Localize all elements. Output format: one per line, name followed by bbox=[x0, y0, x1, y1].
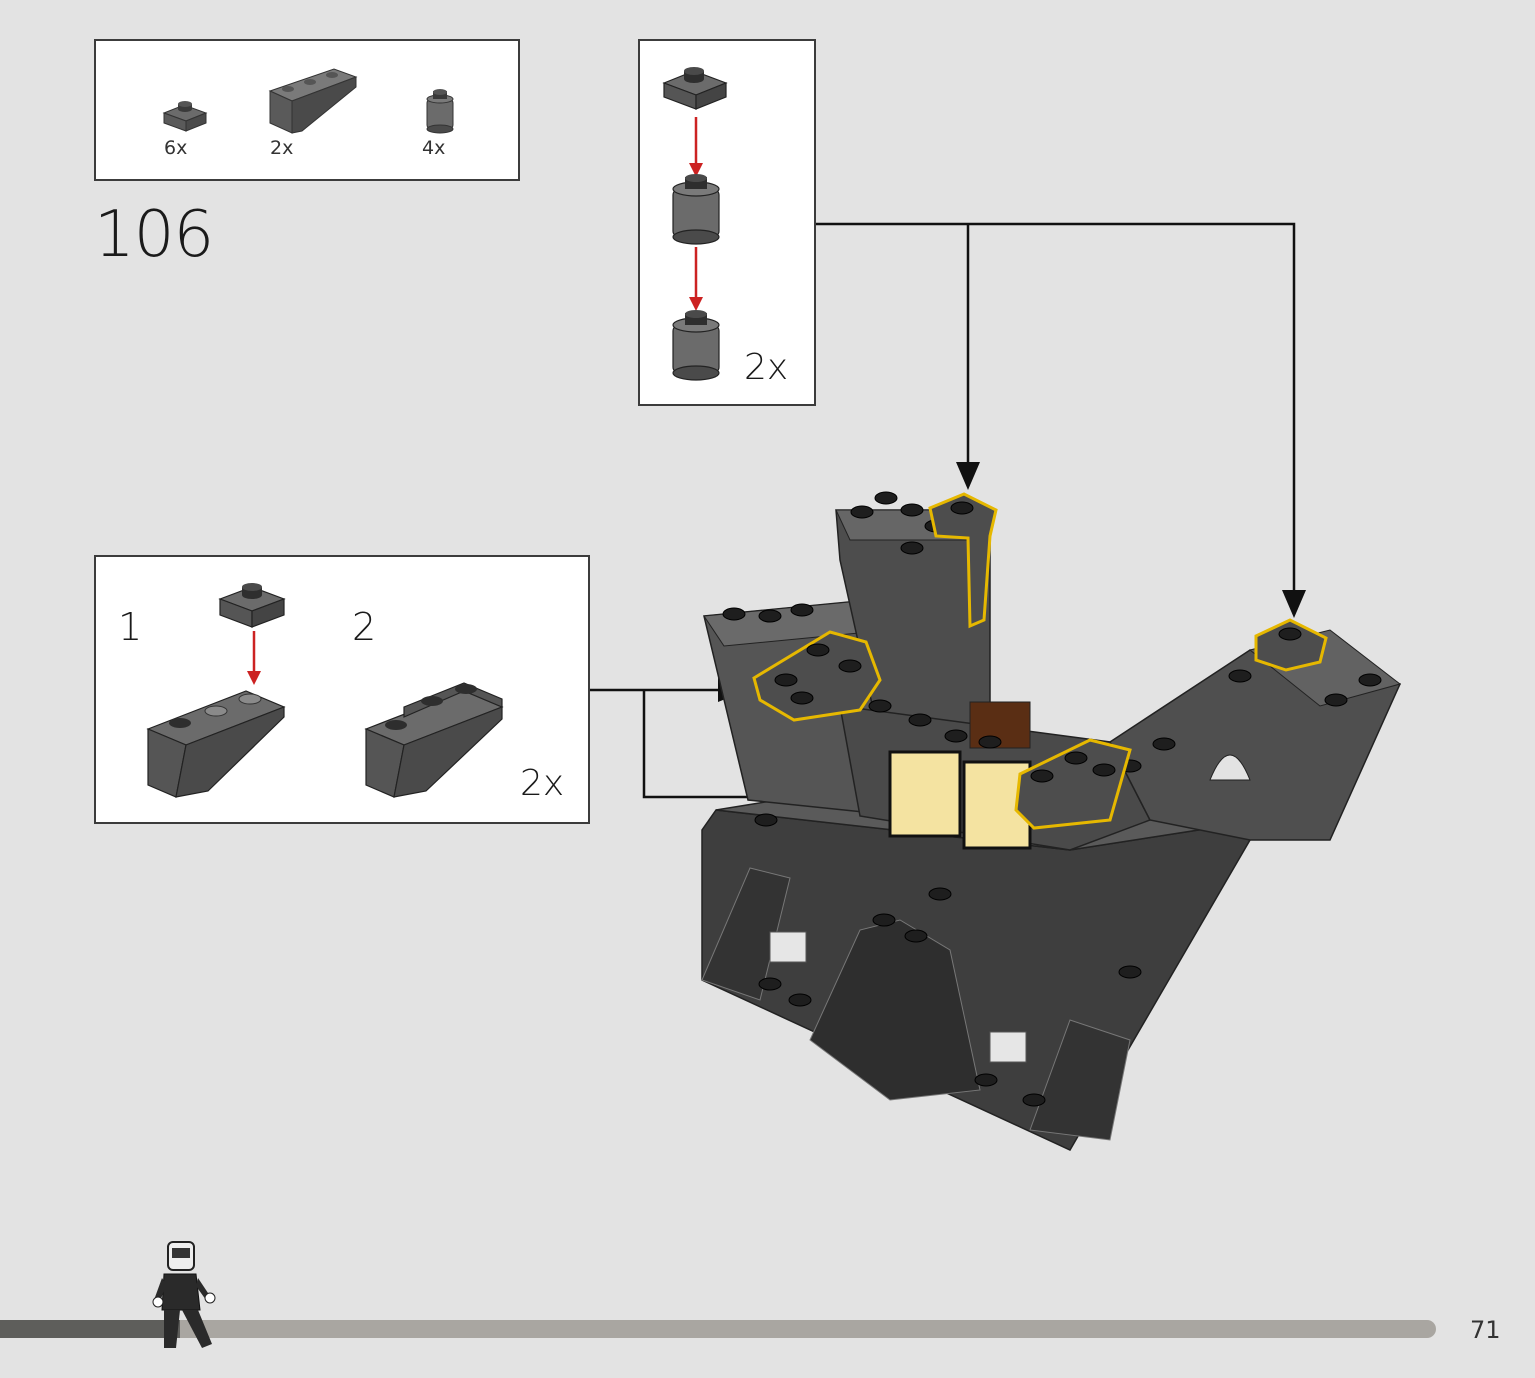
part-quantity: 2x bbox=[270, 137, 294, 159]
subassembly-quantity: 2x bbox=[744, 347, 789, 388]
progress-track bbox=[0, 1320, 1436, 1338]
progress-fill bbox=[0, 1320, 180, 1338]
slope-assembled-icon bbox=[364, 682, 504, 798]
page-number: 71 bbox=[1470, 1316, 1501, 1344]
part-quantity: 4x bbox=[422, 137, 446, 159]
plate-1x1-icon bbox=[218, 583, 286, 628]
parts-list-box: 6x 2x 4x bbox=[94, 39, 520, 181]
highlight-part bbox=[1254, 618, 1328, 672]
highlight-part bbox=[752, 630, 882, 722]
assembly-arrow-red bbox=[689, 117, 703, 311]
highlight-part bbox=[928, 492, 998, 629]
slope-inverted-icon bbox=[268, 68, 358, 134]
main-model bbox=[701, 491, 1402, 1151]
round-brick-icon bbox=[426, 89, 454, 134]
highlight-part bbox=[1014, 738, 1132, 830]
plate-1x1-icon bbox=[662, 67, 728, 110]
round-brick-icon bbox=[672, 310, 720, 381]
assembly-arrow-red bbox=[247, 631, 261, 685]
round-brick-icon bbox=[672, 174, 720, 245]
slope-inverted-icon bbox=[146, 690, 286, 798]
substep-number: 1 bbox=[118, 605, 143, 649]
substep-number: 2 bbox=[352, 605, 377, 649]
plate-1x1-icon bbox=[162, 101, 208, 132]
base-plate bbox=[701, 809, 1251, 1151]
subassembly-quantity: 2x bbox=[520, 763, 565, 804]
subassembly-a-box: 2x bbox=[638, 39, 816, 406]
minifigure-icon bbox=[152, 1241, 216, 1348]
part-quantity: 6x bbox=[164, 137, 188, 159]
step-number: 106 bbox=[94, 198, 214, 272]
subassembly-b-box: 1 2 2x bbox=[94, 555, 590, 824]
window bbox=[888, 750, 962, 838]
